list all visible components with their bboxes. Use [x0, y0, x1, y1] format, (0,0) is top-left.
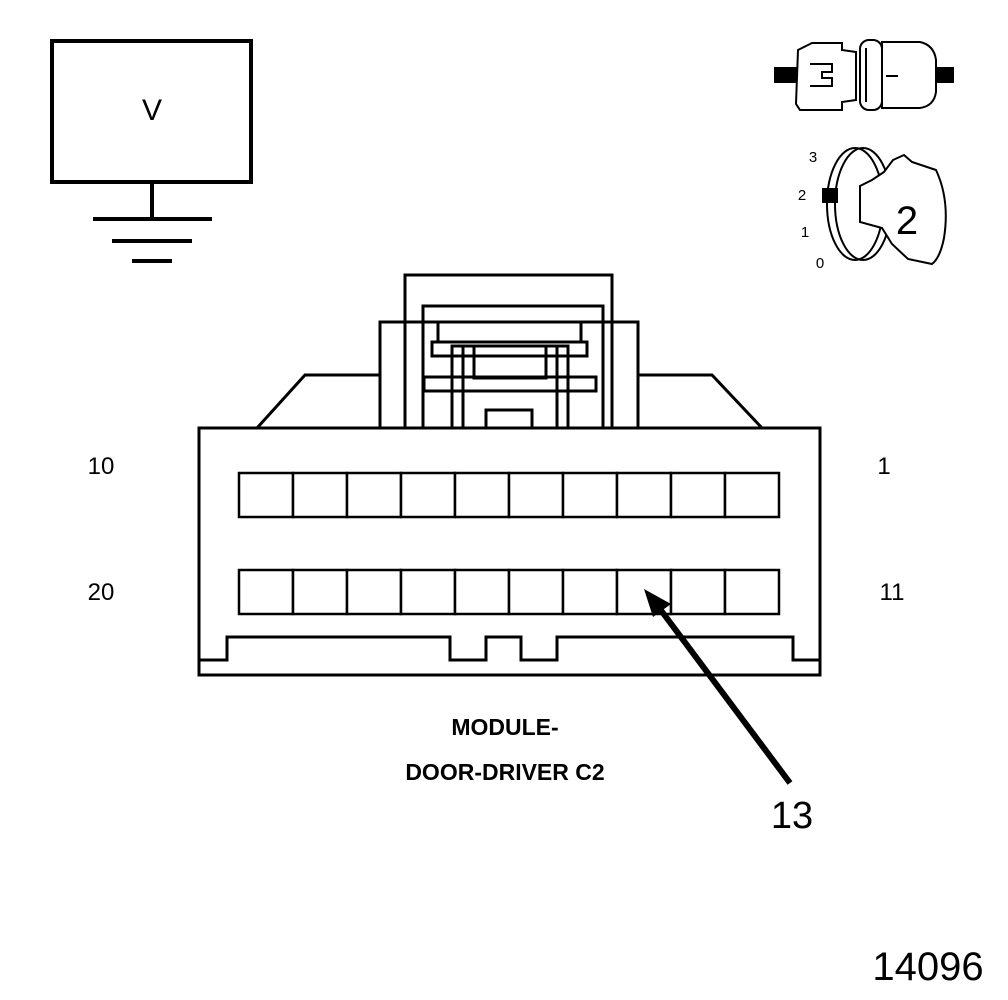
pin-cavity — [453, 568, 511, 616]
pin-label-10: 10 — [88, 453, 115, 480]
pin-cavity — [345, 471, 403, 519]
pin-label-1: 1 — [877, 453, 890, 480]
connector-c2-body — [197, 273, 822, 677]
pin-label-11: 11 — [880, 579, 905, 606]
ignition-switch-icon — [822, 147, 947, 266]
pin-cavity — [507, 568, 565, 616]
pin-cavity — [399, 471, 457, 519]
connector-pin-cavities — [237, 471, 781, 616]
pin-cavity — [237, 471, 295, 519]
pin-cavity — [723, 471, 781, 519]
connector-title-line1: MODULE- — [451, 714, 558, 740]
pin-cavity — [291, 471, 349, 519]
pin-13-callout-arrow — [644, 589, 793, 785]
callout-pin-number: 13 — [771, 795, 813, 837]
pin-cavity — [615, 471, 673, 519]
voltmeter-symbol — [50, 39, 253, 263]
connector-disconnected-icon — [774, 39, 954, 111]
pin-cavity — [723, 568, 781, 616]
ignition-position-2: 2 — [798, 187, 806, 204]
connector-title-line2: DOOR-DRIVER C2 — [405, 759, 604, 785]
ignition-position-1: 1 — [801, 224, 809, 241]
figure-number: 14096 — [872, 945, 983, 989]
ignition-selected-position: 2 — [896, 199, 918, 243]
pin-cavity — [237, 568, 295, 616]
pin-cavity — [669, 471, 727, 519]
voltmeter-label: V — [142, 94, 162, 127]
pin-label-20: 20 — [88, 579, 115, 606]
pin-cavity — [561, 471, 619, 519]
ignition-position-3: 3 — [809, 149, 817, 166]
pin-cavity — [669, 568, 727, 616]
pin-cavity — [291, 568, 349, 616]
pin-cavity — [399, 568, 457, 616]
pin-cavity — [507, 471, 565, 519]
ignition-position-0: 0 — [816, 255, 824, 272]
pin-cavity — [561, 568, 619, 616]
pin-cavity — [345, 568, 403, 616]
pin-cavity — [453, 471, 511, 519]
